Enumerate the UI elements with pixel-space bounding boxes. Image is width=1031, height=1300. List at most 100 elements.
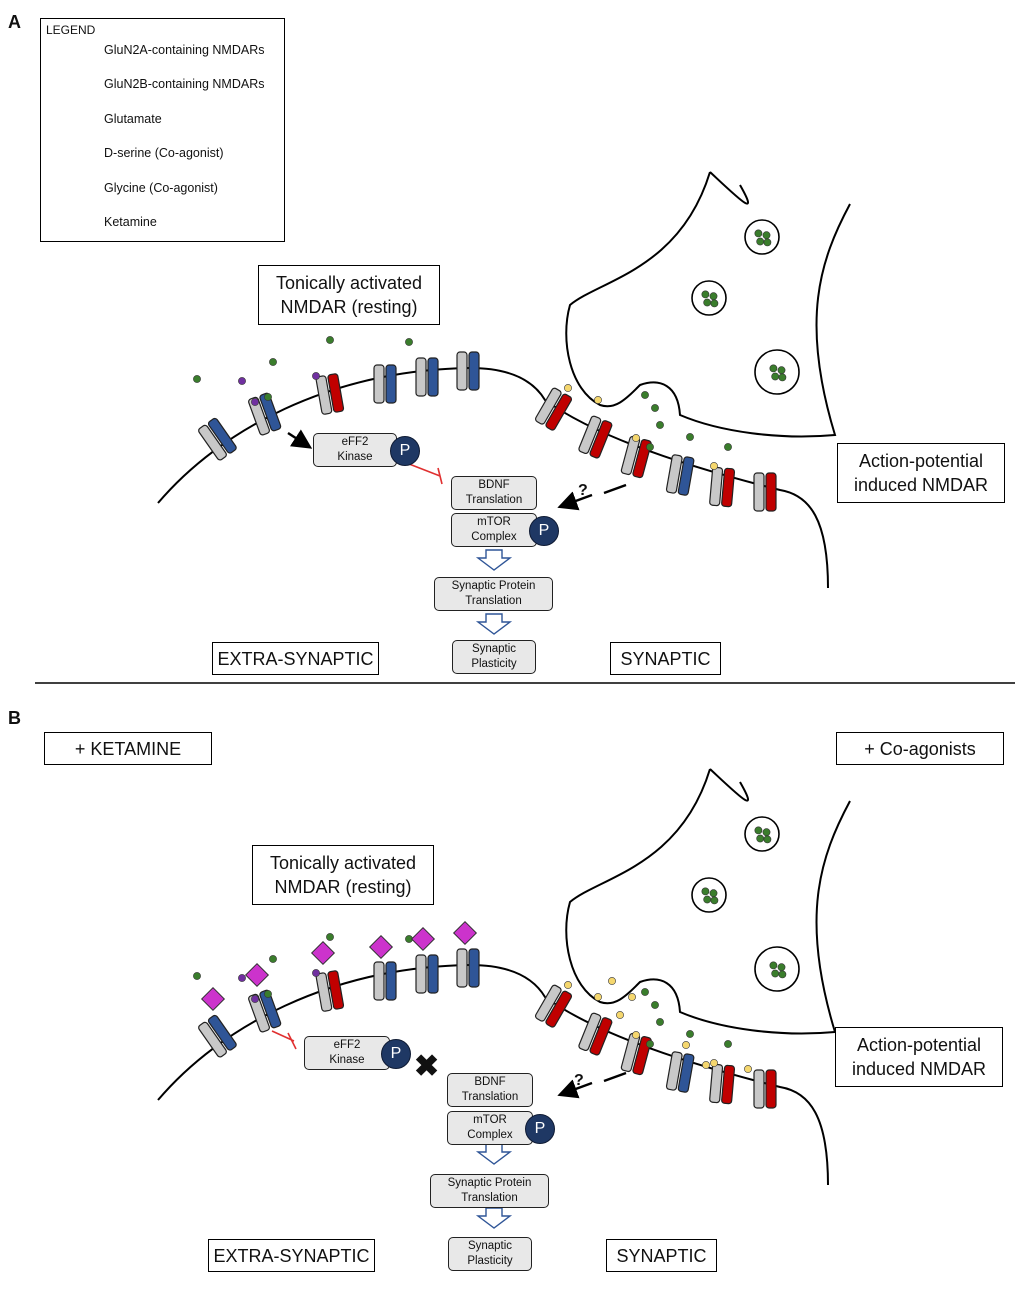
glutamate-dot: [326, 336, 334, 344]
glutamate-dot: [709, 292, 718, 301]
sp-line2: Plasticity: [467, 1255, 513, 1267]
glun2a-receptor: [578, 1012, 613, 1056]
vesicle-membrane: [754, 349, 800, 395]
glutamate-dot: [269, 358, 277, 366]
panel-a-letter: A: [8, 12, 21, 32]
bdnf-line2: Translation: [465, 494, 523, 506]
vesicle: [691, 280, 727, 316]
spt-line2: Translation: [465, 595, 522, 607]
postsynaptic-membrane: [157, 963, 829, 1186]
glun2b-subunit: [259, 989, 282, 1029]
tonic-label-line2: NMDAR (resting): [274, 877, 412, 897]
glun2a-receptor: [709, 466, 736, 508]
glun2b-subunit: [385, 364, 397, 404]
glutamate-dot: [264, 393, 272, 401]
legend-box: LEGEND GluN2A-containing NMDARs GluN2B-c…: [40, 18, 285, 242]
glun2a-receptor: [315, 373, 345, 415]
glutamate-dot: [405, 338, 413, 346]
glun2b-subunit: [207, 1014, 237, 1051]
d-serine-dot: [564, 384, 572, 392]
glutamate-dot: [754, 826, 763, 835]
sp-line2: Plasticity: [471, 658, 517, 670]
glutamate-dot: [763, 238, 772, 247]
postsynaptic-membrane: [157, 366, 829, 589]
mtor-line2: Complex: [467, 1129, 513, 1141]
phospho-badge-eff2-a: P: [390, 436, 420, 466]
glutamate-dot: [777, 366, 786, 375]
ketamine-diamond: [410, 926, 436, 952]
eff2-line1: eFF2: [333, 1039, 361, 1051]
glun2a-subunit: [721, 1064, 736, 1105]
ketamine-diamond: [244, 962, 270, 988]
d-serine-dot: [608, 977, 616, 985]
glun2a-receptor: [315, 970, 345, 1012]
glutamate-dot: [756, 237, 765, 246]
grey-subunit: [315, 972, 333, 1012]
d-serine-dot: [710, 1059, 718, 1067]
glutamate-dot: [193, 375, 201, 383]
glutamate-dot: [769, 364, 778, 373]
phospho-badge-mtor-b: P: [525, 1114, 555, 1144]
glutamate-dot: [656, 1018, 664, 1026]
d-serine-dot: [594, 396, 602, 404]
glun2b-receptor: [248, 392, 282, 436]
glutamate-dot: [686, 1030, 694, 1038]
glun2b-subunit: [259, 392, 282, 432]
glun2b-receptor: [665, 454, 695, 496]
grey-subunit: [534, 984, 562, 1022]
question-arrow-tail: [603, 483, 627, 495]
ap-label-line1: Action-potential: [858, 451, 984, 471]
inhibition-line: [403, 461, 443, 485]
eff2-line2: Kinase: [329, 1054, 365, 1066]
grey-subunit: [456, 351, 468, 391]
glun2a-receptor: [709, 1063, 736, 1105]
mtor-line2: Complex: [471, 531, 517, 543]
grey-subunit: [665, 1051, 683, 1091]
synaptic-label-b: SYNAPTIC: [606, 1239, 717, 1272]
glun2a-subunit: [589, 420, 613, 459]
synaptic-label-a: SYNAPTIC: [610, 642, 721, 675]
flow-arrow: [475, 613, 513, 635]
glutamate-dot: [264, 990, 272, 998]
sp-line1: Synaptic: [471, 643, 517, 655]
glun2b-subunit: [427, 357, 439, 397]
glun2a-subunit: [545, 393, 573, 431]
spt-line1: Synaptic Protein: [447, 1177, 532, 1189]
glutamate-dot: [778, 970, 787, 979]
ketamine-diamond: [200, 986, 226, 1012]
extra-synaptic-label-a: EXTRA-SYNAPTIC: [212, 642, 379, 675]
glun2a-subunit: [545, 990, 573, 1028]
glun2b-receptor: [456, 351, 480, 391]
ap-label-line1: Action-potential: [856, 1035, 982, 1055]
glutamate-dot: [326, 933, 334, 941]
glutamate-dot: [763, 835, 772, 844]
flow-arrow: [475, 1143, 513, 1165]
glun2a-receptor: [534, 387, 573, 431]
panel-b-letter: B: [8, 708, 21, 728]
glycine-dot: [312, 372, 320, 380]
glycine-dot: [251, 995, 259, 1003]
glun2a-receptor: [620, 1032, 652, 1076]
spt-line1: Synaptic Protein: [451, 580, 536, 592]
glutamate-dot: [686, 433, 694, 441]
glun2b-subunit: [207, 417, 237, 454]
glutamate-dot: [710, 299, 719, 308]
plus-ketamine-label: + KETAMINE: [44, 732, 212, 765]
flow-arrow: [475, 549, 513, 571]
glun2b-subunit: [468, 351, 480, 391]
panel-b-scene: [157, 768, 851, 1229]
glun2a-subunit: [721, 467, 736, 508]
grey-subunit: [198, 1021, 227, 1058]
grey-subunit: [198, 424, 227, 461]
glun2b-subunit: [427, 954, 439, 994]
legend-label-glutamate: Glutamate: [104, 112, 162, 126]
glutamate-dot: [701, 290, 710, 299]
glycine-dot: [251, 398, 259, 406]
glun2b-receptor: [198, 1014, 237, 1058]
glun2b-receptor: [415, 357, 439, 397]
glutamate-dot: [777, 963, 786, 972]
